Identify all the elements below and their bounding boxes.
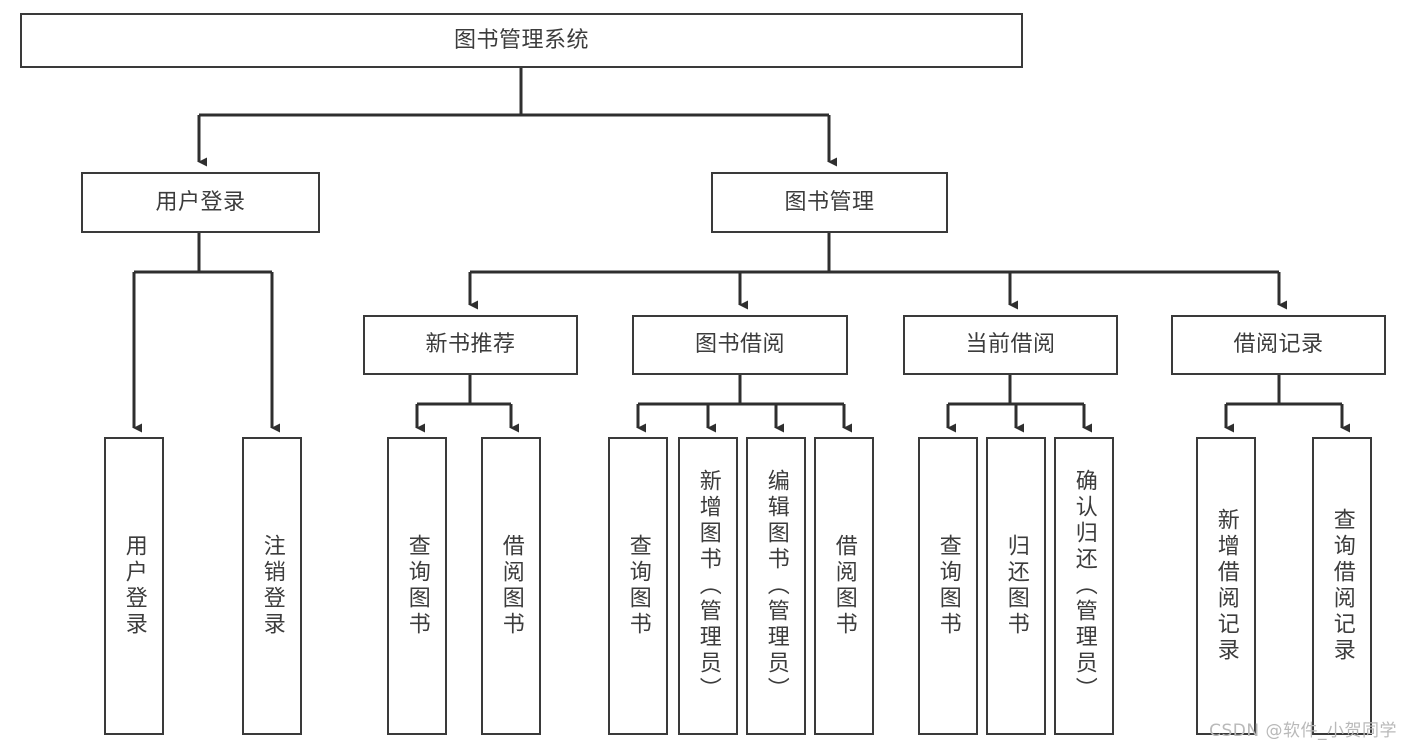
node-leaf-user-login-label: 用户登录 xyxy=(121,534,147,638)
node-leaf-borrow-book-2[interactable]: 借阅图书 xyxy=(814,437,874,735)
node-leaf-query-book-2-label: 查询图书 xyxy=(625,534,651,638)
node-leaf-query-book-1-label: 查询图书 xyxy=(404,534,430,638)
node-leaf-borrow-book-2-label: 借阅图书 xyxy=(831,534,857,638)
node-leaf-user-login[interactable]: 用户登录 xyxy=(104,437,164,735)
node-leaf-borrow-book-1[interactable]: 借阅图书 xyxy=(481,437,541,735)
node-leaf-add-book-admin-label: 新增图书（管理员） xyxy=(695,469,721,703)
node-leaf-query-book-1[interactable]: 查询图书 xyxy=(387,437,447,735)
node-root[interactable]: 图书管理系统 xyxy=(20,13,1023,68)
node-book-manage[interactable]: 图书管理 xyxy=(711,172,948,233)
node-borrow-record-label: 借阅记录 xyxy=(1233,332,1324,358)
node-leaf-query-book-3-label: 查询图书 xyxy=(935,534,961,638)
node-leaf-return-book[interactable]: 归还图书 xyxy=(986,437,1046,735)
node-user-login[interactable]: 用户登录 xyxy=(81,172,320,233)
node-leaf-borrow-book-1-label: 借阅图书 xyxy=(498,534,524,638)
node-leaf-edit-book-admin-label: 编辑图书（管理员） xyxy=(763,469,789,703)
node-new-book-recommend-label: 新书推荐 xyxy=(425,332,516,358)
node-current-borrow-label: 当前借阅 xyxy=(965,332,1056,358)
node-leaf-confirm-return-admin[interactable]: 确认归还（管理员） xyxy=(1054,437,1114,735)
node-leaf-edit-book-admin[interactable]: 编辑图书（管理员） xyxy=(746,437,806,735)
node-leaf-add-borrow-record[interactable]: 新增借阅记录 xyxy=(1196,437,1256,735)
node-leaf-confirm-return-admin-label: 确认归还（管理员） xyxy=(1071,469,1097,703)
node-leaf-logout-login[interactable]: 注销登录 xyxy=(242,437,302,735)
node-leaf-add-borrow-record-label: 新增借阅记录 xyxy=(1213,508,1239,664)
node-leaf-logout-login-label: 注销登录 xyxy=(259,534,285,638)
node-new-book-recommend[interactable]: 新书推荐 xyxy=(363,315,578,375)
node-leaf-query-book-2[interactable]: 查询图书 xyxy=(608,437,668,735)
node-leaf-query-book-3[interactable]: 查询图书 xyxy=(918,437,978,735)
node-user-login-label: 用户登录 xyxy=(155,189,246,215)
node-leaf-add-book-admin[interactable]: 新增图书（管理员） xyxy=(678,437,738,735)
node-book-borrow-label: 图书借阅 xyxy=(694,332,785,358)
node-root-label: 图书管理系统 xyxy=(453,27,589,53)
node-current-borrow[interactable]: 当前借阅 xyxy=(903,315,1118,375)
node-leaf-return-book-label: 归还图书 xyxy=(1003,534,1029,638)
node-leaf-query-borrow-record[interactable]: 查询借阅记录 xyxy=(1312,437,1372,735)
node-leaf-query-borrow-record-label: 查询借阅记录 xyxy=(1329,508,1355,664)
node-borrow-record[interactable]: 借阅记录 xyxy=(1171,315,1386,375)
node-book-manage-label: 图书管理 xyxy=(784,189,875,215)
node-book-borrow[interactable]: 图书借阅 xyxy=(632,315,848,375)
watermark-text: CSDN @软件_小贺同学 xyxy=(1209,721,1397,741)
